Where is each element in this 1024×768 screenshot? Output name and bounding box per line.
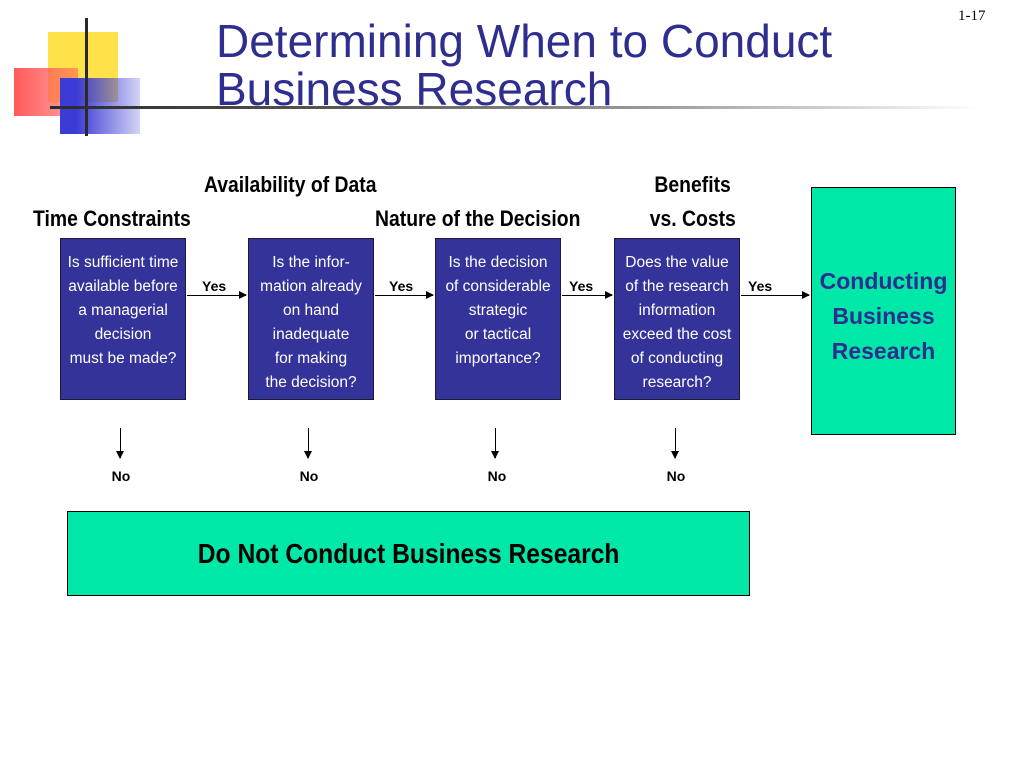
criterion-nature: Nature of the Decision bbox=[375, 206, 581, 231]
slide-number: 1-17 bbox=[958, 8, 986, 24]
question-box-decision-importance: Is the decision of considerable strategi… bbox=[435, 238, 561, 400]
no-arrow-1 bbox=[116, 428, 124, 459]
question-box-information: Is the infor- mation already on hand ina… bbox=[248, 238, 374, 400]
criterion-benefits-line1: Benefits bbox=[654, 172, 731, 197]
slide-title: Determining When to Conduct Business Res… bbox=[216, 15, 833, 115]
yes-label-1: Yes bbox=[202, 278, 227, 294]
no-arrow-4 bbox=[671, 428, 679, 459]
criterion-availability: Availability of Data bbox=[204, 172, 377, 197]
criterion-benefits-line2: vs. Costs bbox=[649, 206, 736, 231]
yes-arrow-4 bbox=[741, 291, 810, 299]
yes-label-3: Yes bbox=[569, 278, 594, 294]
question-box-value-vs-cost: Does the value of the research informati… bbox=[614, 238, 740, 400]
no-arrow-2 bbox=[304, 428, 312, 459]
do-not-conduct-label: Do Not Conduct Business Research bbox=[68, 538, 749, 570]
yes-label-4: Yes bbox=[748, 278, 773, 294]
no-arrow-3 bbox=[491, 428, 499, 459]
conduct-research-box: Conducting Business Research bbox=[811, 187, 956, 435]
yes-arrow-2 bbox=[375, 291, 434, 299]
no-label-3: No bbox=[487, 468, 507, 484]
yes-arrow-1 bbox=[187, 291, 247, 299]
do-not-conduct-box: Do Not Conduct Business Research bbox=[67, 511, 750, 596]
yes-label-2: Yes bbox=[389, 278, 414, 294]
question-box-time: Is sufficient time available before a ma… bbox=[60, 238, 186, 400]
no-label-4: No bbox=[666, 468, 686, 484]
title-underline bbox=[50, 106, 980, 109]
decor-vertical-line bbox=[85, 18, 88, 136]
criterion-time: Time Constraints bbox=[33, 206, 191, 231]
do-not-conduct-text: Do Not Conduct Business Research bbox=[197, 538, 620, 569]
no-label-2: No bbox=[299, 468, 319, 484]
no-label-1: No bbox=[111, 468, 131, 484]
yes-arrow-3 bbox=[562, 291, 613, 299]
